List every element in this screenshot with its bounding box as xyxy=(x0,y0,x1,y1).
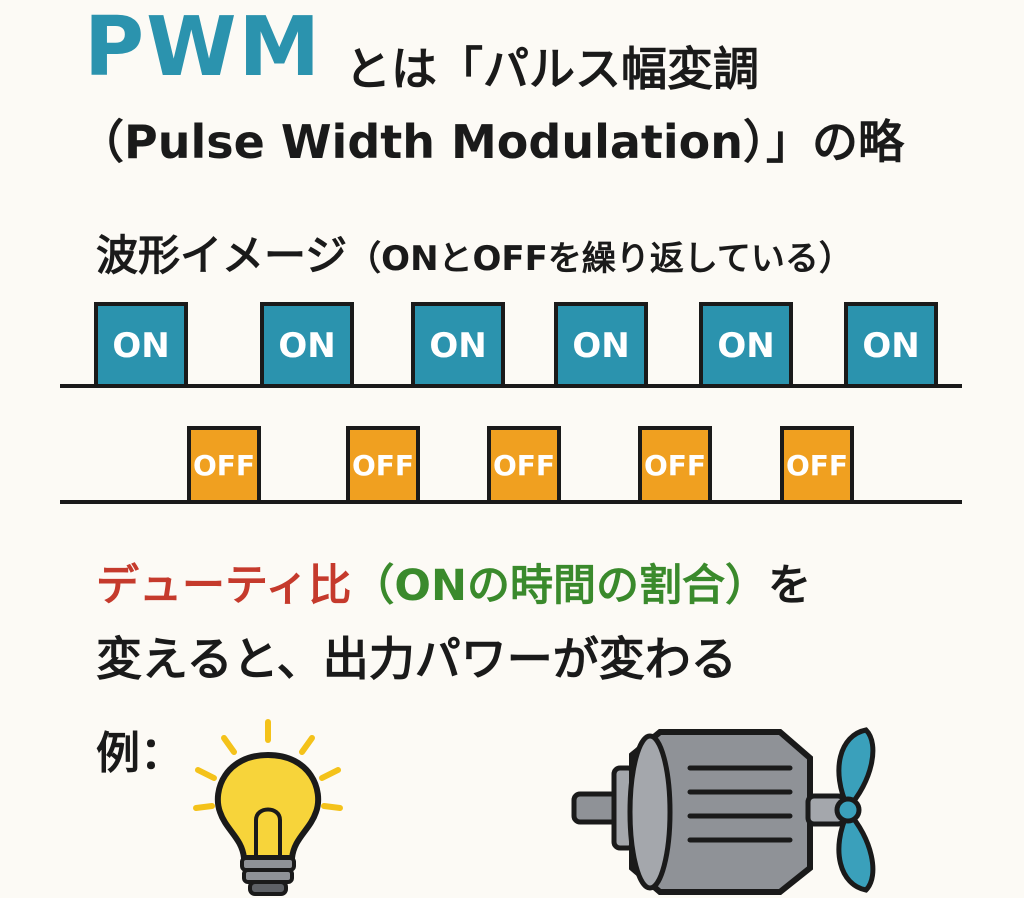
on-pulse: ON xyxy=(260,302,354,388)
title-abbreviation: PWM xyxy=(84,0,323,95)
waveform-heading: 波形イメージ（ONとOFFを繰り返している） xyxy=(96,222,853,283)
duty-cycle-effect: 変えると、出力パワーが変わる xyxy=(96,632,737,686)
off-pulse: OFF xyxy=(780,426,854,504)
on-pulse: ON xyxy=(94,302,188,388)
off-pulse: OFF xyxy=(346,426,420,504)
off-pulse: OFF xyxy=(638,426,712,504)
on-pulse-block xyxy=(554,302,648,388)
light-bulb-icon xyxy=(193,719,343,896)
on-pulse: ON xyxy=(699,302,793,388)
on-pulse-block xyxy=(94,302,188,388)
off-pulse-label: OFF xyxy=(193,449,255,482)
on-pulse-label: ON xyxy=(862,326,919,366)
off-pulse-block xyxy=(780,426,854,504)
on-pulse-block xyxy=(411,302,505,388)
on-pulse: ON xyxy=(411,302,505,388)
on-pulse: ON xyxy=(844,302,938,388)
off-pulse: OFF xyxy=(487,426,561,504)
waveform-heading-note: （ONとOFFを繰り返している） xyxy=(347,239,853,279)
off-pulse-label: OFF xyxy=(786,449,848,482)
example-label: 例： xyxy=(96,728,184,779)
on-pulse-block xyxy=(699,302,793,388)
off-pulse-label: OFF xyxy=(352,449,414,482)
title-subtitle: （Pulse Width Modulation）」の略 xyxy=(78,115,904,169)
on-pulse-label: ON xyxy=(278,326,335,366)
duty-cycle-definition: （ONの時間の割合） xyxy=(351,561,768,611)
title-text: とは「パルス幅変調 xyxy=(345,42,759,96)
waveform-heading-main: 波形イメージ xyxy=(96,231,348,280)
off-pulse-label: OFF xyxy=(493,449,555,482)
off-pulse-group: OFF OFF OFF OFF OFF xyxy=(187,426,854,504)
off-pulse-block xyxy=(638,426,712,504)
on-pulse-block xyxy=(844,302,938,388)
on-pulse: ON xyxy=(554,302,648,388)
off-pulse-block xyxy=(346,426,420,504)
on-pulse-label: ON xyxy=(112,326,169,366)
off-pulse-block xyxy=(487,426,561,504)
off-pulse-label: OFF xyxy=(644,449,706,482)
on-pulse-block xyxy=(260,302,354,388)
duty-cycle-text: デューティ比（ONの時間の割合）を xyxy=(96,551,811,613)
on-pulse-label: ON xyxy=(717,326,774,366)
duty-cycle-term: デューティ比 xyxy=(96,561,352,611)
duty-cycle-particle: を xyxy=(767,561,811,611)
off-pulse: OFF xyxy=(187,426,261,504)
on-pulse-label: ON xyxy=(572,326,629,366)
off-pulse-block xyxy=(187,426,261,504)
on-pulse-group: ON ON ON ON ON ON xyxy=(94,302,938,388)
motor-with-fan-icon xyxy=(571,727,876,895)
on-pulse-label: ON xyxy=(429,326,486,366)
